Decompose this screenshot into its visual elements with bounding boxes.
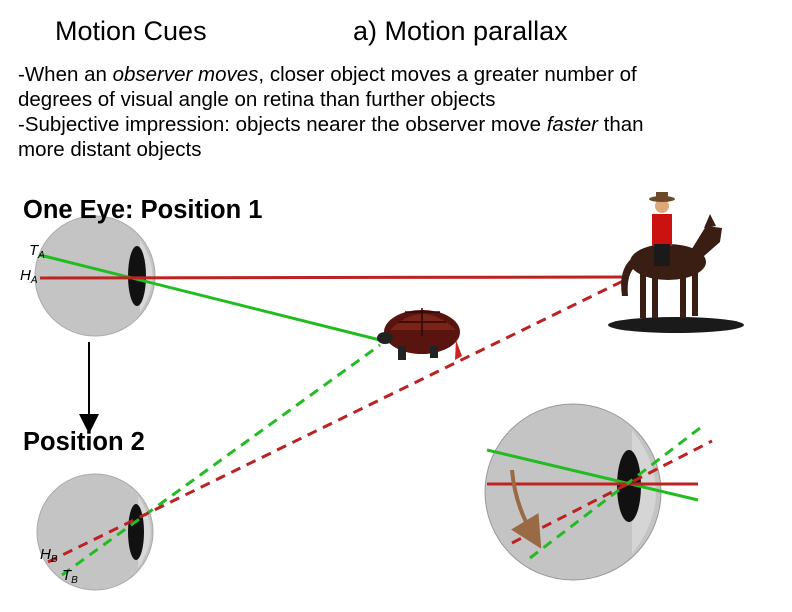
position-2-label: Position 2 (23, 428, 145, 456)
description-text: , closer object moves a greater number o… (258, 63, 637, 86)
horse-rider-icon (608, 192, 744, 333)
label-letter: H (20, 267, 31, 284)
sight-line-horse (511, 439, 713, 545)
label-letter: T (62, 567, 72, 584)
description-emphasis: observer moves (112, 63, 259, 86)
eye-icon (34, 215, 156, 337)
label-subscript: A (30, 275, 38, 286)
description-emphasis: faster (546, 113, 598, 136)
sight-line-turtle (39, 253, 381, 342)
position-1-label: One Eye: Position 1 (23, 196, 263, 224)
label-t-b: TB (62, 567, 78, 586)
label-subscript: B (50, 554, 58, 565)
label-h-a: HA (20, 267, 38, 286)
description-line-4: more distant objects (18, 138, 202, 161)
description-text: -Subjective impression: objects nearer t… (18, 113, 547, 136)
description-line-2: degrees of visual angle on retina than f… (18, 88, 496, 111)
sight-line-turtle (486, 448, 699, 502)
label-subscript: B (71, 575, 78, 586)
sight-line-turtle (61, 343, 381, 577)
description-line-1: -When an observer moves, closer object m… (18, 62, 788, 87)
label-letter: H (40, 546, 51, 563)
sight-line-horse (39, 275, 629, 280)
description-line-3: -Subjective impression: objects nearer t… (18, 112, 788, 137)
slide-title: Motion Cues (55, 16, 207, 46)
sight-line-turtle (529, 426, 701, 560)
eye-icon (36, 473, 154, 591)
slide-subtitle: a) Motion parallax (353, 16, 568, 46)
description-text: than (597, 113, 644, 136)
eye-icon (484, 403, 662, 581)
description-block: -When an observer moves, closer object m… (18, 62, 788, 162)
label-t-a: TA (29, 242, 45, 261)
label-h-b: HB (40, 546, 58, 565)
label-subscript: A (38, 250, 45, 261)
description-text: -When an (18, 63, 113, 86)
turtle-icon (377, 308, 462, 360)
label-letter: T (29, 242, 39, 259)
sight-line-horse (47, 278, 626, 564)
retina-arrow-icon (510, 469, 542, 549)
